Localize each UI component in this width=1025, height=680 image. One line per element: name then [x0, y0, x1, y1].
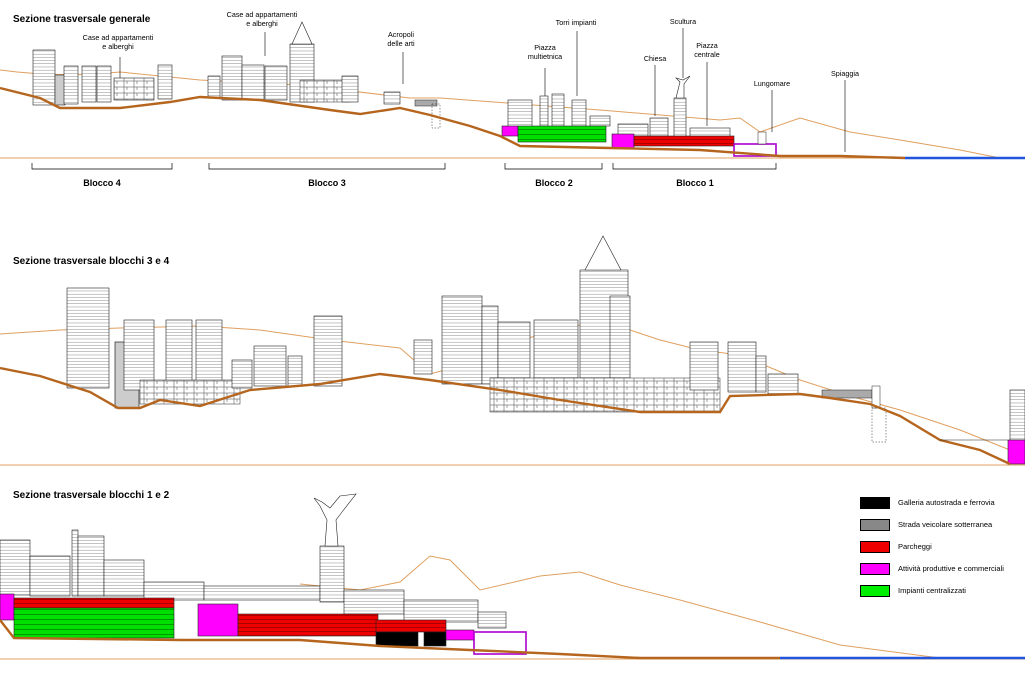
sculpture-large-icon [313, 493, 357, 547]
legend-label: Strada veicolare sotterranea [898, 520, 993, 529]
legend-item-strada: Strada veicolare sotterranea [860, 517, 1020, 539]
terrain-line-3 [0, 619, 780, 660]
title-blocks-3-4: Sezione trasversale blocchi 3 e 4 [13, 256, 170, 267]
label-piazza-centrale-1: Piazza [696, 41, 718, 50]
label-case-left-1: Case ad appartamenti [83, 33, 154, 42]
legend-label: Parcheggi [898, 542, 932, 551]
terrain-line [0, 86, 906, 160]
block-4-label: Blocco 4 [83, 178, 121, 188]
blocks-3-4-buildings [66, 235, 1025, 465]
blocks-1-2-buildings [0, 493, 527, 655]
label-piazza-multi-2: multietnica [528, 52, 562, 61]
label-acropoli-1: Acropoli [388, 30, 414, 39]
section-blocks-1-2 [0, 493, 1025, 660]
label-case-left-2: e alberghi [102, 42, 134, 51]
label-scultura: Scultura [670, 17, 696, 26]
label-piazza-multi-1: Piazza [534, 43, 556, 52]
legend-swatch-black [860, 497, 890, 509]
legend-label: Impianti centralizzati [898, 586, 966, 595]
sculpture-icon [674, 75, 691, 99]
background-hills-3 [299, 555, 941, 659]
block-4-buildings [32, 49, 173, 106]
label-case-right-2: e alberghi [246, 19, 278, 28]
block-brackets [31, 163, 777, 170]
section-general: Case ad appartamenti e alberghi Case ad … [0, 10, 1025, 188]
title-general: Sezione trasversale generale [13, 14, 151, 25]
block-2-label: Blocco 2 [535, 178, 573, 188]
legend-swatch-magenta [860, 563, 890, 575]
block-3-buildings [207, 21, 441, 129]
label-chiesa: Chiesa [644, 54, 666, 63]
block-1-label: Blocco 1 [676, 178, 714, 188]
legend-item-parcheggi: Parcheggi [860, 539, 1020, 561]
legend-label: Attività produttive e commerciali [898, 564, 1004, 573]
legend-swatch-green [860, 585, 890, 597]
legend-label: Galleria autostrada e ferrovia [898, 498, 995, 507]
legend-item-impianti: Impianti centralizzati [860, 583, 1020, 605]
title-blocks-1-2: Sezione trasversale blocchi 1 e 2 [13, 490, 170, 501]
label-acropoli-2: delle arti [387, 39, 415, 48]
legend-item-attivita: Attività produttive e commerciali [860, 561, 1020, 583]
terrain-line-2 [0, 366, 1011, 466]
legend: Galleria autostrada e ferrovia Strada ve… [860, 495, 1020, 605]
section-blocks-3-4 [0, 235, 1025, 466]
block-1-buildings [611, 75, 777, 157]
label-lungomare: Lungomare [754, 79, 790, 88]
label-case-right-1: Case ad appartamenti [227, 10, 298, 19]
callout-lines [119, 28, 846, 152]
legend-swatch-gray [860, 519, 890, 531]
label-torri: Torri impianti [556, 18, 597, 27]
legend-item-galleria: Galleria autostrada e ferrovia [860, 495, 1020, 517]
legend-swatch-red [860, 541, 890, 553]
block-2-buildings [501, 93, 611, 143]
label-spiaggia: Spiaggia [831, 69, 859, 78]
block-3-label: Blocco 3 [308, 178, 346, 188]
label-piazza-centrale-2: centrale [694, 50, 720, 59]
